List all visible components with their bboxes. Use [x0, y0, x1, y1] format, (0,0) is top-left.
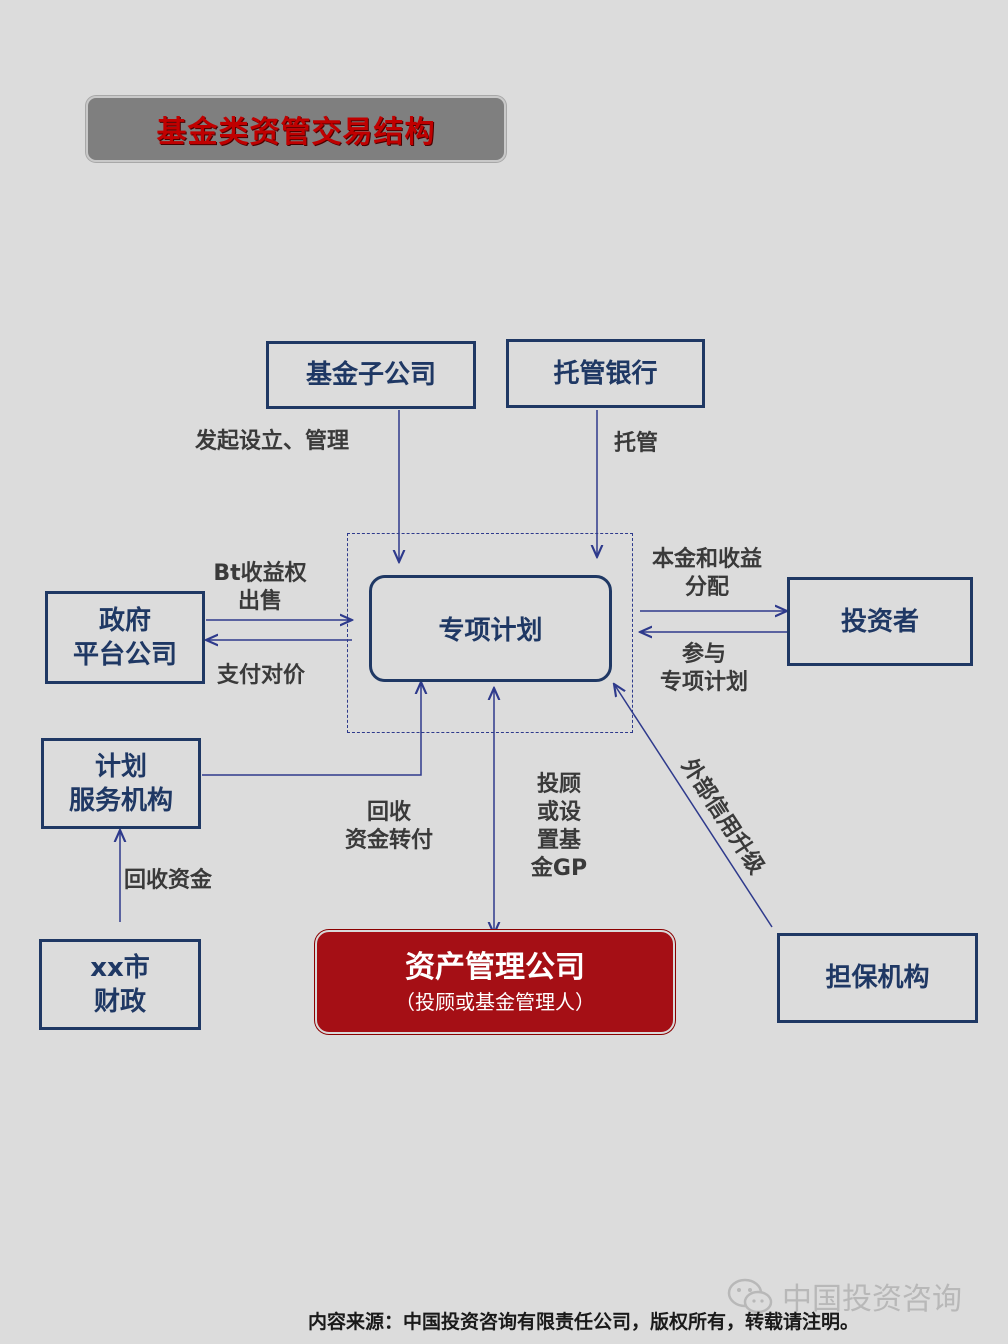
- special-plan-node: 专项计划: [369, 575, 612, 682]
- label-advisor-gp: 投顾 或设 置基 金GP: [530, 772, 588, 881]
- label-initiate-manage: 发起设立、管理: [195, 429, 350, 454]
- label-pay-price: 支付对价: [217, 663, 306, 688]
- label-bt-rights: Bt收益权 出售: [213, 561, 307, 614]
- special-plan-boundary: [347, 533, 633, 733]
- watermark-text: 中国投资咨询: [782, 1282, 962, 1317]
- arrow-guarantor-to-plan: [614, 684, 773, 928]
- custodian-bank-node: 托管银行: [506, 339, 705, 408]
- page-title: 基金类资管交易结构: [156, 115, 436, 150]
- arrow-service-to-plan: [202, 682, 421, 776]
- city-finance-node: xx市 财政: [39, 939, 201, 1030]
- label-custody: 托管: [614, 431, 659, 456]
- wechat-icon: [727, 1278, 773, 1314]
- investor-node: 投资者: [787, 577, 973, 666]
- label-principal-income: 本金和收益 分配: [651, 547, 762, 600]
- watermark: 中国投资咨询: [726, 1274, 962, 1318]
- plan-service-node: 计划 服务机构: [41, 738, 201, 829]
- label-recover-transfer: 回收 资金转付: [344, 800, 433, 853]
- fund-subsidiary-node: 基金子公司: [266, 341, 476, 409]
- label-participate: 参与 专项计划: [659, 642, 748, 695]
- gov-platform-node: 政府 平台公司: [45, 591, 205, 684]
- footer-source: 内容来源：中国投资咨询有限责任公司，版权所有，转载请注明。: [308, 1311, 860, 1333]
- label-recover-funds: 回收资金: [124, 868, 213, 893]
- guarantor-node: 担保机构: [777, 933, 978, 1023]
- title-box: 基金类资管交易结构: [86, 96, 506, 162]
- asset-management-node: 资产管理公司 （投顾或基金管理人）: [315, 930, 675, 1034]
